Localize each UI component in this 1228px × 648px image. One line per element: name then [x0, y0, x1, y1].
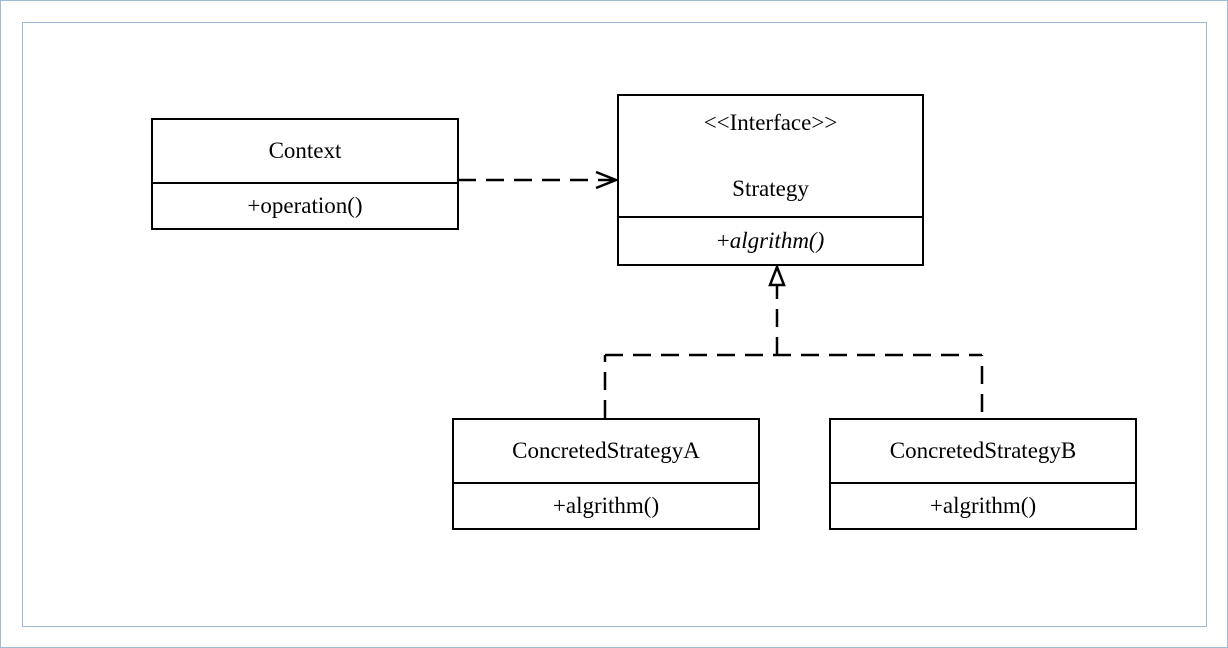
dependency-arrowhead	[595, 170, 620, 190]
strategy-stereotype: <<Interface>>	[703, 110, 838, 135]
diagram-canvas	[22, 22, 1207, 627]
strategy-name: Strategy	[732, 176, 809, 201]
realization-arrowhead	[768, 263, 786, 287]
concrete-strategy-b-class: ConcretedStrategyB +algrithm()	[829, 418, 1137, 530]
strategy-method-prefix: +	[716, 228, 730, 253]
concrete-b-name: ConcretedStrategyB	[889, 438, 1077, 463]
concrete-b-method: +algrithm()	[929, 493, 1037, 518]
strategy-method-name: algrithm()	[729, 228, 825, 253]
strategy-methods: +algrithm()	[619, 218, 922, 264]
concrete-b-methods: +algrithm()	[831, 484, 1135, 528]
strategy-name-section: <<Interface>> Strategy	[619, 96, 922, 218]
concrete-strategy-a-class: ConcretedStrategyA +algrithm()	[452, 418, 760, 530]
concrete-a-name-section: ConcretedStrategyA	[454, 420, 758, 484]
context-class-name-section: Context	[153, 120, 457, 184]
concrete-b-name-section: ConcretedStrategyB	[831, 420, 1135, 484]
strategy-interface: <<Interface>> Strategy +algrithm()	[617, 94, 924, 266]
concrete-a-name: ConcretedStrategyA	[512, 438, 700, 463]
context-class-methods: +operation()	[153, 184, 457, 228]
context-class-name: Context	[268, 138, 342, 163]
concrete-a-method: +algrithm()	[552, 493, 660, 518]
concrete-a-methods: +algrithm()	[454, 484, 758, 528]
context-class: Context +operation()	[151, 118, 459, 230]
context-method: +operation()	[247, 193, 363, 218]
